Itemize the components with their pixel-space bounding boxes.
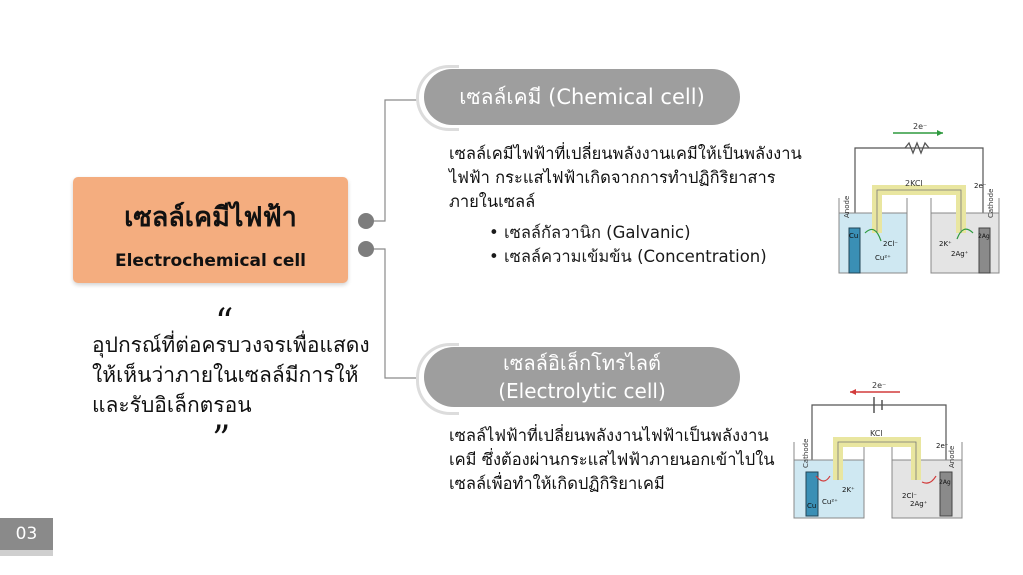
page-number: 03 — [0, 518, 53, 550]
galvanic-cell-diagram: 2e⁻ 2KCl Cu 2Ag Anode Cathode 2Cl⁻ Cu²⁺ … — [833, 118, 1005, 280]
svg-text:2Cl⁻: 2Cl⁻ — [902, 492, 917, 500]
chemical-cell-bullets: • เซลล์กัลวานิก (Galvanic) • เซลล์ความเข… — [489, 221, 829, 269]
quote-text: อุปกรณ์ที่ต่อครบวงจรเพื่อแสดงให้เห็นว่าภ… — [92, 333, 370, 417]
svg-text:Cu: Cu — [849, 232, 858, 240]
salt-bridge-label: KCl — [870, 429, 883, 438]
chemical-cell-header: เซลล์เคมี (Chemical cell) — [424, 69, 740, 125]
salt-bridge-label: 2KCl — [905, 179, 923, 188]
svg-text:2Cl⁻: 2Cl⁻ — [883, 240, 898, 248]
main-topic-box: เซลล์เคมีไฟฟ้า Electrochemical cell — [73, 177, 348, 283]
bullet-concentration: • เซลล์ความเข้มข้น (Concentration) — [489, 247, 767, 266]
anode-label: Anode — [948, 446, 956, 468]
main-title: เซลล์เคมีไฟฟ้า — [124, 202, 297, 233]
ag-electrode — [978, 227, 991, 274]
svg-text:2Ag⁺: 2Ag⁺ — [951, 250, 969, 258]
electron-label: 2e⁻ — [913, 122, 927, 131]
chemical-cell-description: เซลล์เคมีไฟฟ้าที่เปลี่ยนพลังงานเคมีให้เป… — [449, 144, 802, 211]
battery-icon — [873, 397, 883, 413]
quote-open-mark: “ — [215, 302, 234, 343]
svg-text:2Ag: 2Ag — [939, 479, 951, 486]
cu-electrode — [805, 471, 819, 517]
main-subtitle: Electrochemical cell — [114, 251, 307, 271]
svg-text:Cu²⁺: Cu²⁺ — [875, 254, 891, 262]
svg-text:Cu²⁺: Cu²⁺ — [822, 498, 838, 506]
svg-text:2Ag: 2Ag — [978, 233, 990, 240]
resistor-icon — [904, 141, 930, 155]
cathode-label: Cathode — [987, 189, 995, 218]
electrolytic-cell-description: เซลล์ไฟฟ้าที่เปลี่ยนพลังงานไฟฟ้าเป็นพลัง… — [449, 426, 775, 493]
connector-dot-bottom — [358, 241, 374, 257]
svg-text:2e⁻: 2e⁻ — [974, 182, 987, 190]
electron-label: 2e⁻ — [872, 381, 886, 390]
connector-dot-top — [358, 213, 374, 229]
svg-text:2K⁺: 2K⁺ — [842, 486, 855, 494]
connector-to-chemical — [366, 99, 418, 222]
connector-to-electrolytic — [366, 248, 418, 379]
page-number-shadow — [0, 550, 53, 556]
cu-electrode — [848, 227, 861, 274]
quote-close-mark: ” — [212, 419, 231, 460]
ag-electrode — [939, 471, 953, 517]
electrolytic-header-line2: (Electrolytic cell) — [498, 379, 666, 403]
svg-text:2Ag⁺: 2Ag⁺ — [910, 500, 928, 508]
electrolytic-cell-header: เซลล์อิเล็กโทรไลต์ (Electrolytic cell) — [424, 347, 740, 407]
cathode-label: Cathode — [802, 439, 810, 468]
electrolytic-cell-diagram: 2e⁻ KCl Cu 2Ag Cathode Anode Cu²⁺ 2K⁺ 2C… — [790, 380, 966, 522]
svg-text:Cu: Cu — [807, 502, 816, 510]
svg-text:2K⁺: 2K⁺ — [939, 240, 952, 248]
electrolytic-wire — [811, 404, 947, 475]
anode-label: Anode — [843, 196, 851, 218]
svg-text:2e⁻: 2e⁻ — [936, 442, 949, 450]
bullet-galvanic: • เซลล์กัลวานิก (Galvanic) — [489, 223, 691, 242]
electrolytic-header-line1: เซลล์อิเล็กโทรไลต์ — [502, 351, 662, 375]
